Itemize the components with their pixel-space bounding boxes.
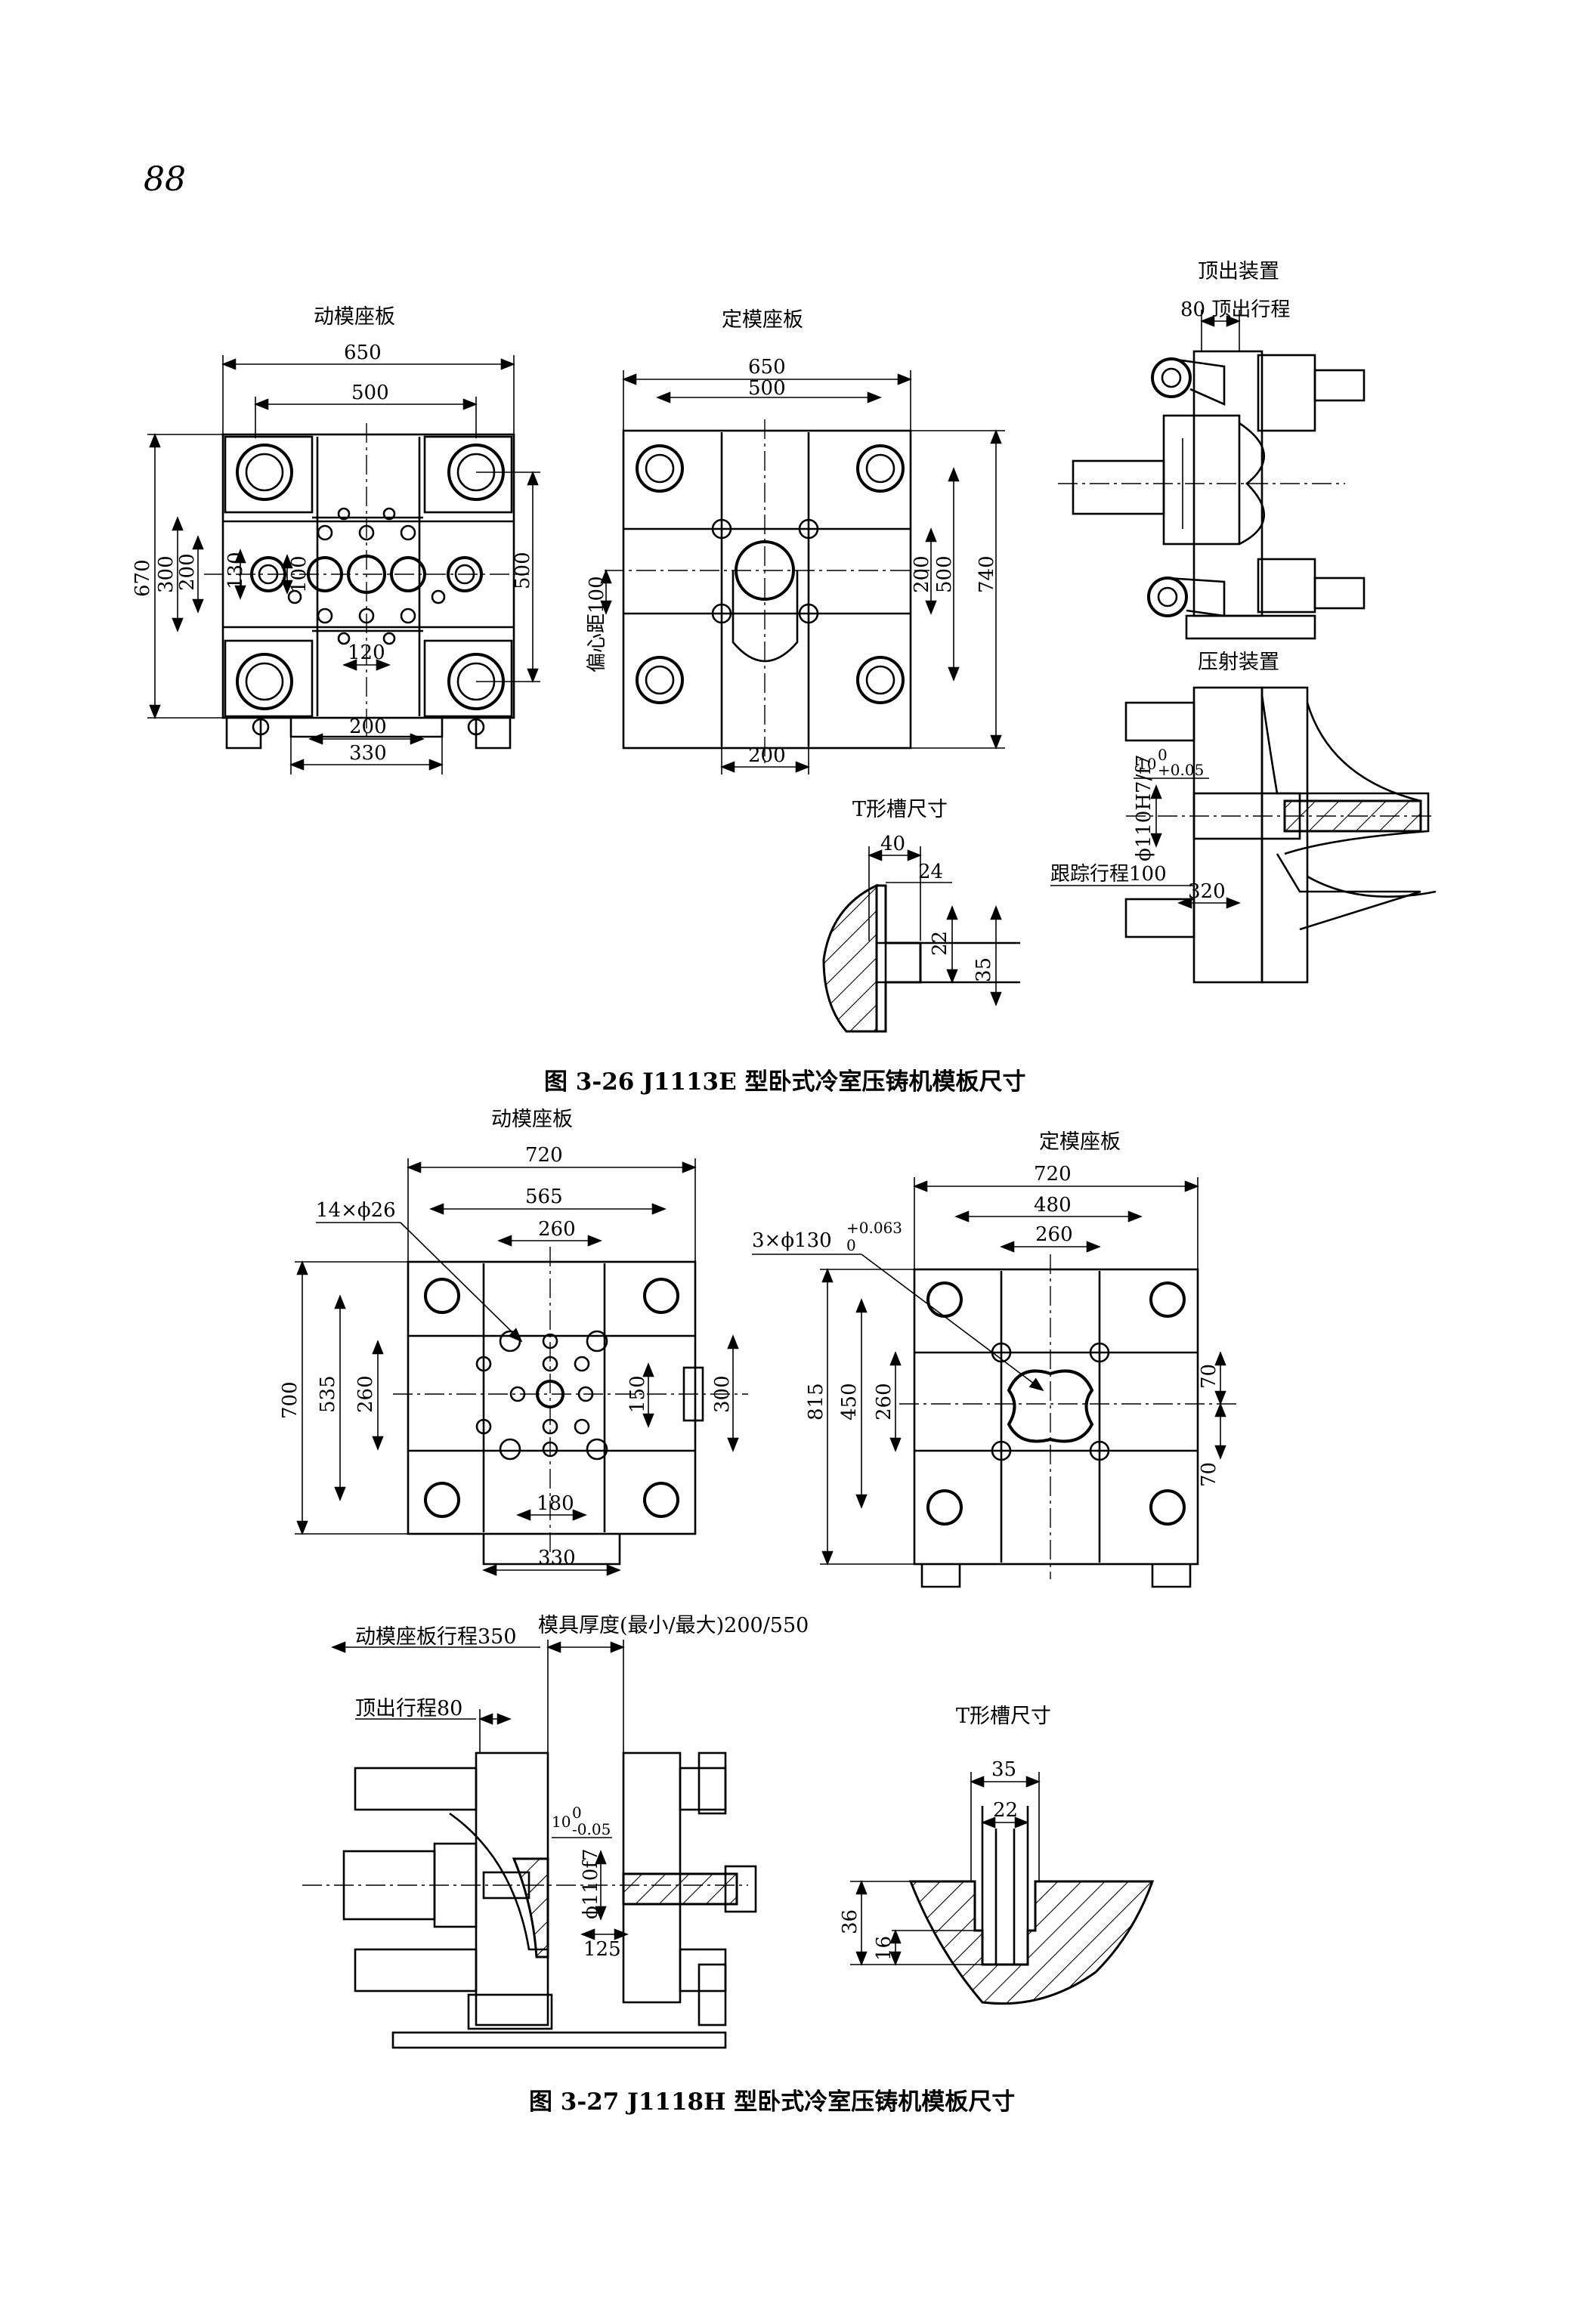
fig26-moving-h200: 200: [176, 553, 199, 591]
fig26-tslot-d35: 35: [973, 957, 995, 982]
fig26-fixed-h200: 200: [911, 555, 933, 593]
fig27-fixed-h815: 815: [805, 1383, 827, 1421]
fig26-moving-w200: 200: [349, 716, 387, 738]
fig26-injection-tol-hi: 0: [1158, 746, 1168, 764]
fig27-moving-h535: 535: [317, 1375, 339, 1413]
fig27-dia: ϕ110f7: [580, 1848, 602, 1919]
fig27-platen-stroke: 动模座板行程350: [355, 1625, 517, 1649]
fig27-fixed-w260: 260: [1035, 1223, 1073, 1246]
fig27-fixed-h260: 260: [873, 1383, 895, 1421]
fig26-ejector-title: 顶出装置: [1198, 260, 1279, 283]
fig26-fixed-h500: 500: [933, 555, 956, 593]
fig26-fixed-offset: 偏心距100: [586, 576, 608, 672]
fig26-ejector-stroke: 80 顶出行程: [1180, 298, 1290, 321]
fig27-moving-w565: 565: [525, 1186, 563, 1208]
fig26-injection-title: 压射装置: [1198, 651, 1279, 674]
fig26-injection: 压射装置 10 0 +0.05 ϕ110H7/f7 跟踪行程100 320: [1050, 651, 1437, 984]
fig26-moving-h670: 670: [131, 559, 154, 597]
fig26-moving-w120: 120: [348, 641, 385, 664]
fig26-moving-title: 动模座板: [314, 305, 395, 329]
fig26-moving-h500: 500: [512, 552, 534, 589]
fig27-machine: 动模座板行程350 模具厚度(最小/最大)200/550 顶出行程80: [302, 1614, 809, 2049]
fig26-moving-h100: 100: [288, 555, 311, 593]
fig27-fixed-h450: 450: [838, 1383, 861, 1421]
fig27-moving-holes: 14×ϕ26: [316, 1199, 396, 1222]
fig26-moving-w330: 330: [349, 742, 387, 765]
fig26-fixed-h740: 740: [976, 555, 998, 593]
fig26-fixed-platen: 定模座板 650 500 偏心距100 200 500 740: [586, 308, 1005, 774]
fig27-fixed-w480: 480: [1034, 1194, 1072, 1217]
fig27-moving-w720: 720: [525, 1144, 563, 1167]
fig27-eject-stroke: 顶出行程80: [355, 1697, 462, 1720]
fig26-injection-tol-lo: +0.05: [1158, 761, 1204, 779]
fig26-injection-tol: 10: [1137, 755, 1156, 773]
fig26-fixed-w200: 200: [748, 744, 786, 767]
fig26-injection-track: 跟踪行程100: [1050, 863, 1167, 886]
fig27-moving-h700: 700: [279, 1381, 302, 1419]
fig27-tslot-title: T形槽尺寸: [956, 1705, 1051, 1728]
fig27-d125: 125: [583, 1938, 621, 1961]
fig27-moving-h260: 260: [354, 1375, 377, 1413]
fig27-tol-lo: -0.05: [572, 1820, 611, 1838]
fig26-tslot-d22: 22: [929, 931, 951, 956]
fig27-tslot-d16: 16: [873, 1936, 895, 1961]
fig27-caption: 图 3-27 J1118H 型卧式冷室压铸机模板尺寸: [529, 2088, 1015, 2116]
fig27-fixed-h70b: 70: [1198, 1462, 1220, 1487]
fig26-tslot-d24: 24: [918, 861, 943, 883]
fig27-fixed-platen: 定模座板 720 480 260 3×ϕ130 +0.063 0 815 450: [752, 1130, 1239, 1588]
fig27-fixed-title: 定模座板: [1039, 1130, 1121, 1154]
fig27-moving-h300: 300: [711, 1375, 734, 1413]
fig27-fixed-holes: 3×ϕ130: [752, 1229, 832, 1252]
fig27-tslot-d22: 22: [993, 1799, 1018, 1822]
fig26-moving-h300: 300: [155, 555, 178, 593]
fig27-tslot: T形槽尺寸 35 22 36 16: [839, 1705, 1155, 2005]
fig27-moving-h150: 150: [626, 1375, 649, 1413]
fig26-injection-dia: ϕ110H7/f7: [1133, 755, 1155, 862]
fig26-moving-h130: 130: [224, 552, 247, 589]
fig26-ejector: 顶出装置 80 顶出行程: [1058, 260, 1366, 640]
fig26-caption: 图 3-26 J1113E 型卧式冷室压铸机模板尺寸: [544, 1068, 1026, 1096]
fig27-fixed-w720: 720: [1034, 1163, 1072, 1186]
fig27-die-thickness: 模具厚度(最小/最大)200/550: [538, 1614, 809, 1637]
fig27-tslot-d35: 35: [991, 1758, 1016, 1781]
fig27-fixed-h70a: 70: [1198, 1364, 1220, 1389]
fig26-tslot-title: T形槽尺寸: [852, 798, 948, 821]
fig26-tslot: T形槽尺寸 40 24 22 35: [822, 798, 1020, 1033]
fig26-fixed-title: 定模座板: [722, 308, 803, 332]
fig26-injection-d320: 320: [1188, 880, 1226, 903]
fig27-moving-w330: 330: [538, 1547, 576, 1569]
fig27-moving-platen: 动模座板 720 565 260 14×ϕ26 700 535: [279, 1108, 748, 1576]
fig27-moving-w180: 180: [537, 1492, 574, 1515]
fig26-fixed-w500: 500: [748, 377, 786, 400]
fig26-moving-w500: 500: [351, 382, 389, 404]
fig27-moving-w260: 260: [538, 1218, 576, 1241]
fig27-fixed-holes-tol-hi: +0.063: [846, 1219, 902, 1237]
fig27-tol: 10: [552, 1813, 571, 1831]
fig27-tol-hi: 0: [572, 1804, 582, 1822]
fig26-fixed-w650: 650: [748, 356, 786, 379]
page-number: 88: [144, 160, 186, 199]
fig27-tslot-d36: 36: [839, 1909, 861, 1934]
fig26-moving-platen: 动模座板 650 500: [131, 305, 540, 774]
fig27-fixed-holes-tol-lo: 0: [846, 1236, 856, 1254]
fig26-tslot-d40: 40: [880, 833, 905, 855]
fig27-moving-title: 动模座板: [491, 1108, 573, 1131]
fig26-moving-w650: 650: [344, 342, 382, 364]
